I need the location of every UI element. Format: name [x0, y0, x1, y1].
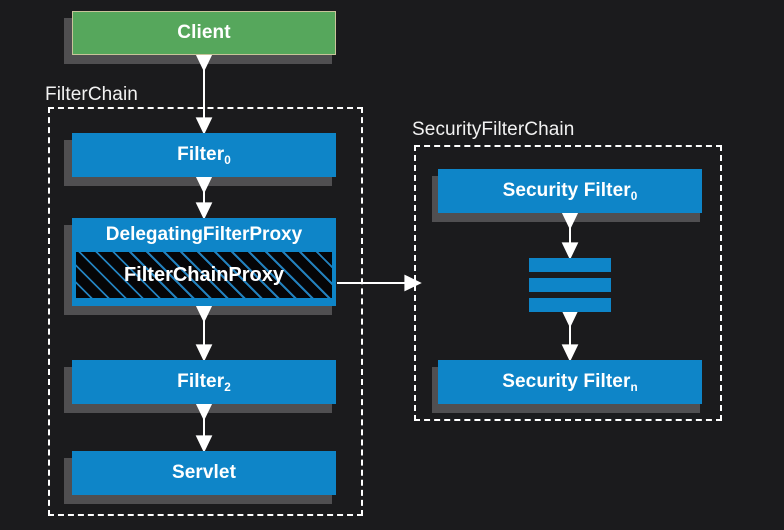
node-servlet-label: Servlet — [171, 462, 237, 483]
node-security-filter-0-subscript: 0 — [630, 189, 638, 203]
node-security-filter-n-subscript: n — [630, 380, 638, 394]
group-label-filterchain: FilterChain — [45, 84, 138, 105]
group-label-securityfilterchain: SecurityFilterChain — [412, 119, 575, 140]
node-filter-chain-proxy-label: FilterChainProxy — [123, 263, 285, 286]
node-security-filter-n-label: Security Filtern — [502, 371, 638, 394]
node-delegating-filter-proxy-label: DelegatingFilterProxy — [105, 224, 303, 245]
ellipsis-bar-2 — [529, 278, 611, 292]
node-security-filter-n: Security Filtern — [438, 360, 702, 404]
node-security-filter-0-label: Security Filter0 — [502, 180, 638, 203]
node-client-label: Client — [177, 22, 231, 43]
node-delegating-filter-proxy: DelegatingFilterProxy FilterChainProxy — [72, 218, 336, 306]
node-servlet: Servlet — [72, 451, 336, 495]
node-filter-0: Filter0 — [72, 133, 336, 177]
node-security-filter-0: Security Filter0 — [438, 169, 702, 213]
ellipsis-bar-1 — [529, 258, 611, 272]
node-filter-0-label: Filter0 — [177, 144, 231, 167]
node-filter-2: Filter2 — [72, 360, 336, 404]
node-filter-chain-proxy: FilterChainProxy — [76, 252, 332, 298]
node-filter-2-subscript: 2 — [224, 380, 231, 394]
node-filter-2-label: Filter2 — [177, 371, 231, 394]
ellipsis-bar-3 — [529, 298, 611, 312]
node-filter-0-subscript: 0 — [224, 153, 231, 167]
node-client: Client — [72, 11, 336, 55]
